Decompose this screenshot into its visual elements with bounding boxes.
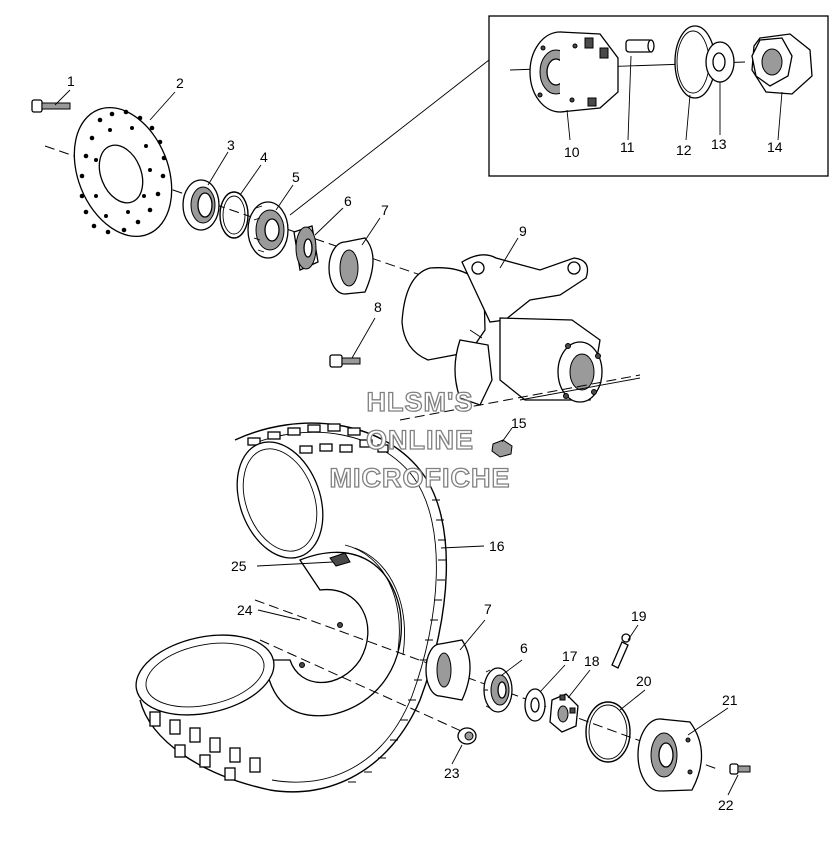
washer-part-13 — [705, 41, 735, 83]
tire-bead-upper — [236, 441, 324, 559]
bolt-part-8 — [329, 354, 361, 368]
callout-17: 17 — [562, 648, 578, 664]
seal-part-3 — [182, 179, 220, 231]
bearing-race-part-7-lower — [425, 639, 471, 701]
hub-castle-part-10 — [529, 31, 619, 113]
inset-detail-box — [488, 15, 829, 177]
callout-9: 9 — [519, 223, 527, 239]
wheel-rim — [264, 544, 405, 717]
bearing-part-5 — [247, 201, 289, 259]
snap-ring-part-4 — [219, 191, 249, 239]
watermark-line-1: HLSM'S — [367, 387, 474, 417]
roller-bearing-part-6-upper — [293, 225, 319, 271]
callout-2: 2 — [176, 75, 184, 91]
callout-15: 15 — [511, 415, 527, 431]
callout-1: 1 — [67, 73, 75, 89]
bolt-part-1 — [31, 99, 71, 113]
tire-part-16 — [139, 422, 448, 793]
washer-part-17 — [524, 688, 546, 722]
inset-pointer-line — [289, 59, 490, 216]
callout-3: 3 — [227, 137, 235, 153]
stud-part-11 — [625, 39, 655, 53]
callout-7-lower: 7 — [484, 601, 492, 617]
bolt-part-22 — [729, 763, 751, 775]
callout-8: 8 — [374, 299, 382, 315]
callout-14: 14 — [767, 139, 783, 155]
hub-cap-part-21 — [637, 718, 703, 792]
callout-21: 21 — [722, 692, 738, 708]
callout-25: 25 — [231, 558, 247, 574]
callout-23: 23 — [444, 765, 460, 781]
callout-19: 19 — [631, 608, 647, 624]
callout-20: 20 — [636, 673, 652, 689]
nut-part-15 — [491, 439, 513, 458]
callout-5: 5 — [292, 169, 300, 185]
brake-disc-part-2 — [73, 106, 173, 238]
bearing-race-part-7-upper — [328, 237, 374, 295]
hex-nut-part-14 — [751, 33, 813, 95]
cotter-pin-part-19 — [611, 633, 631, 669]
callout-11: 11 — [620, 139, 635, 155]
callout-24: 24 — [237, 602, 253, 618]
o-ring-part-20 — [585, 701, 631, 763]
knuckle-housing-part-9 — [401, 254, 603, 406]
callout-12: 12 — [676, 142, 692, 158]
lug-nut-part-23 — [457, 727, 477, 745]
castle-nut-part-18 — [549, 693, 579, 733]
tire-bead-lower — [135, 634, 275, 716]
callout-6-upper: 6 — [344, 193, 352, 209]
roller-bearing-part-6-lower — [483, 667, 513, 713]
callout-4: 4 — [260, 149, 268, 165]
callout-10: 10 — [564, 144, 580, 160]
watermark: HLSM'S ONLINE MICROFICHE — [329, 386, 511, 493]
valve-stem-part-25 — [329, 552, 351, 567]
watermark-line-2: ONLINE — [366, 425, 474, 455]
callout-16: 16 — [489, 538, 505, 554]
callout-22: 22 — [718, 797, 734, 813]
watermark-line-3: MICROFICHE — [330, 463, 511, 493]
callout-7-upper: 7 — [381, 202, 389, 218]
callout-13: 13 — [711, 136, 727, 152]
callout-18: 18 — [584, 653, 600, 669]
callout-6-lower: 6 — [520, 640, 528, 656]
